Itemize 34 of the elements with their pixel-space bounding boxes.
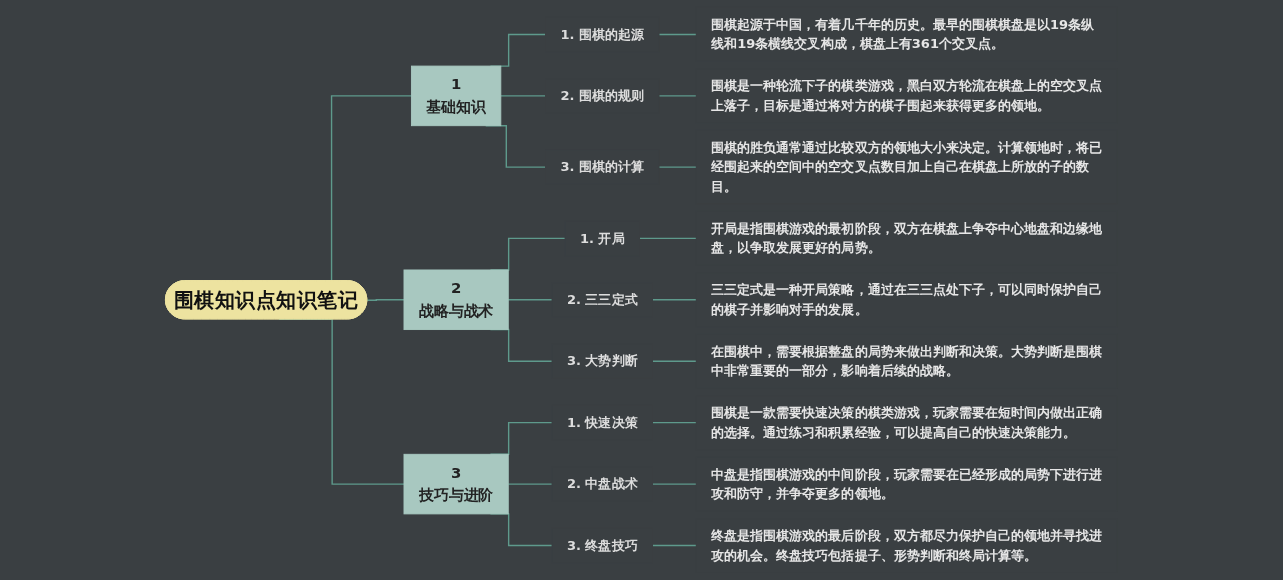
node-text: 围棋起源于中国，有着几千年的历史。最早的围棋棋盘是以19条纵线和19条横线交叉构成，棋盘上有361个交叉点。 [711, 16, 1095, 52]
node-text: 1. 快速决策 [567, 414, 638, 430]
connector [507, 483, 553, 485]
node-text: 围棋是一种轮流下子的棋类游戏，黑白双方轮流在棋盘上的空交叉点上落子，目标是通过将对方的棋子围起来获得更多的领地。 [711, 78, 1103, 113]
node-text: 2. 围棋的规则 [560, 87, 645, 103]
connector [639, 237, 698, 239]
node-text: 3. 围棋的计算 [560, 159, 645, 175]
connector [652, 299, 698, 301]
node-text: 终盘是指围棋游戏的最后阶段，双方都尽力保护自己的领地并寻找进攻的机会。终盘技巧包括提子、形势判断和终局计算等。 [711, 527, 1103, 563]
connector [658, 95, 698, 97]
connector [652, 421, 698, 424]
connector [658, 33, 698, 36]
node-text: 1. 开局 [580, 230, 625, 246]
connector [652, 360, 698, 362]
connector [652, 483, 698, 485]
node-text: 1. 围棋的起源 [560, 26, 645, 42]
node-box: 2 战略与战术 [403, 269, 509, 331]
node-text: 三三定式是一种开局策略，通过在三三点处下子，可以同时保护自己的棋子并影响对手的发展。 [711, 282, 1103, 317]
node-text: 围棋的胜负通常通过比较双方的领地大小来决定。计算领地时，将已经围起来的空间中的空交叉点数目加上自己在棋盘上所放的子的数目。 [711, 139, 1103, 194]
connector [507, 299, 553, 301]
node-text: 2. 三三定式 [567, 291, 638, 307]
node-text: 3. 终盘技巧 [567, 537, 638, 553]
node-text: 开局是指围棋游戏的最初阶段，双方在棋盘上争夺中心地盘和边缘地盘，以争取发展更好的局势。 [711, 220, 1103, 256]
node-text: 中盘是指围棋游戏的中间阶段，玩家需要在已经形成的局势下进行进攻和防守，并争夺更多的领地。 [711, 466, 1103, 501]
node-text: 在围棋中，需要根据整盘的局势来做出判断和决策。大势判断是围棋中非常重要的一部分，影响着后续的战略。 [711, 343, 1103, 378]
node-text: 3. 大势判断 [567, 353, 638, 369]
connector [366, 299, 405, 301]
node-box: 3 技巧与进阶 [403, 453, 509, 515]
node-box: 1 基础知识 [411, 65, 502, 127]
node-text: 2. 中盘战术 [567, 476, 638, 492]
connector [500, 95, 547, 97]
connector [658, 166, 698, 168]
connector [652, 544, 698, 547]
node-text: 围棋是一款需要快速决策的棋类游戏，玩家需要在短时间内做出正确的选择。通过练习和积累经验，可以提高自己的快速决策能力。 [711, 404, 1103, 440]
